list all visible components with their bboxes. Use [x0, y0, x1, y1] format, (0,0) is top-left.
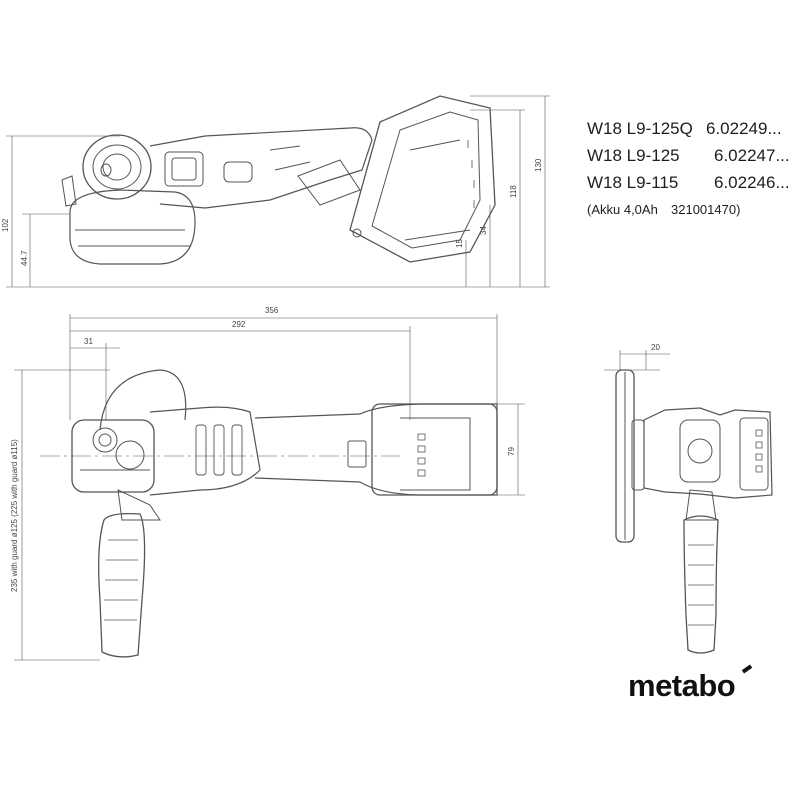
dim-130: 130	[534, 158, 543, 172]
number-row-2: 6.02247...	[714, 146, 790, 165]
battery-number: 321001470)	[671, 202, 741, 217]
battery-label: (Akku 4,0Ah	[587, 202, 658, 217]
dim-118: 118	[509, 185, 518, 198]
dim-15: 15	[455, 239, 464, 248]
metabo-logo: metabo	[628, 668, 736, 703]
front-view-tool	[604, 350, 773, 654]
dim-79: 79	[507, 447, 516, 456]
dim-31: 31	[84, 337, 93, 346]
number-row-3: 6.02246...	[714, 173, 790, 192]
dim-34: 34	[479, 226, 488, 235]
side-view-tool	[14, 314, 525, 661]
dim-356: 356	[265, 306, 279, 315]
dim-20: 20	[651, 343, 660, 352]
dim-292: 292	[232, 320, 246, 329]
number-row-1: 6.02249...	[706, 119, 782, 138]
dim-102: 102	[1, 218, 10, 232]
model-row-3: W18 L9-115	[587, 173, 679, 192]
dim-44-7: 44.7	[20, 250, 29, 266]
model-row-2: W18 L9-125	[587, 146, 680, 165]
model-row-1: W18 L9-125Q	[587, 119, 693, 138]
top-view-tool	[6, 95, 550, 288]
dim-vertical-note: 235 with guard ø125 (225 with guard ø115…	[10, 439, 19, 592]
